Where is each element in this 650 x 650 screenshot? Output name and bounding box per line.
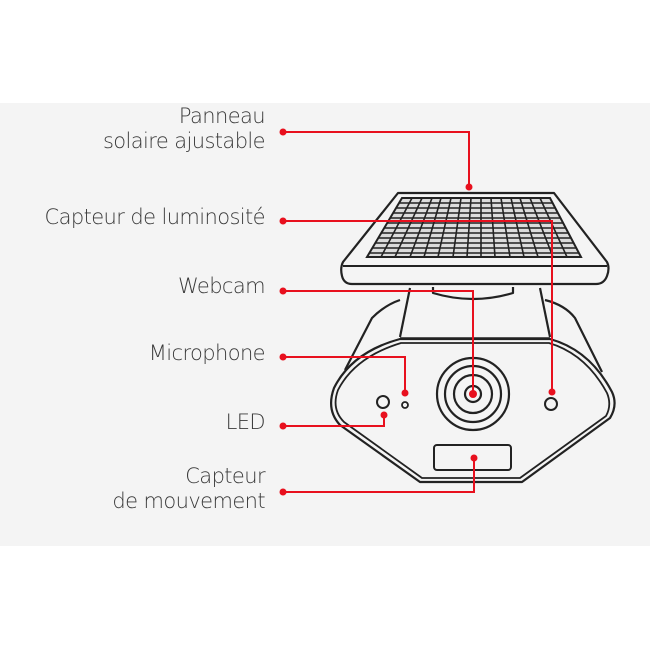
- callout-dot: [279, 128, 287, 136]
- callout-dot: [279, 217, 287, 225]
- label-line: Capteur de luminosité: [44, 205, 266, 229]
- motion-sensor-window-icon: [433, 444, 512, 471]
- callout-line-webcam: [283, 290, 474, 394]
- callout-line-solar-panel: [283, 131, 470, 187]
- callout-dot: [401, 389, 409, 397]
- label-line: de mouvement: [112, 489, 265, 513]
- callout-dot: [465, 183, 473, 191]
- solar-panel-icon: [340, 191, 610, 286]
- callout-dot: [470, 454, 478, 462]
- diagram-background: [0, 103, 650, 546]
- callout-dot: [279, 488, 287, 496]
- label-line: Panneau: [178, 104, 266, 128]
- label-line: LED: [225, 410, 266, 434]
- label-line: Capteur: [185, 464, 265, 488]
- label-motion-sensor: Capteur de mouvement: [112, 464, 265, 514]
- callout-line-motion-sensor: [283, 458, 475, 493]
- label-light-sensor: Capteur de luminosité: [44, 205, 266, 230]
- callout-line-led: [283, 415, 385, 427]
- callout-dot: [279, 353, 287, 361]
- label-led: LED: [225, 410, 266, 435]
- label-webcam: Webcam: [177, 274, 266, 299]
- callout-dot: [380, 411, 388, 419]
- light-sensor-icon: [544, 397, 558, 411]
- callout-dot: [279, 287, 287, 295]
- callout-line-light-sensor: [283, 220, 553, 392]
- label-microphone: Microphone: [148, 341, 266, 366]
- callout-line-microphone: [283, 356, 406, 393]
- led-icon: [376, 395, 390, 409]
- label-line: solaire ajustable: [102, 129, 266, 153]
- callout-dot: [469, 390, 477, 398]
- callout-dot: [548, 388, 556, 396]
- label-solar-panel: Panneau solaire ajustable: [102, 104, 266, 154]
- label-line: Microphone: [148, 341, 266, 365]
- label-line: Webcam: [177, 274, 266, 298]
- microphone-hole-icon: [401, 401, 409, 409]
- camera-face: [329, 337, 616, 484]
- callout-dot: [279, 422, 287, 430]
